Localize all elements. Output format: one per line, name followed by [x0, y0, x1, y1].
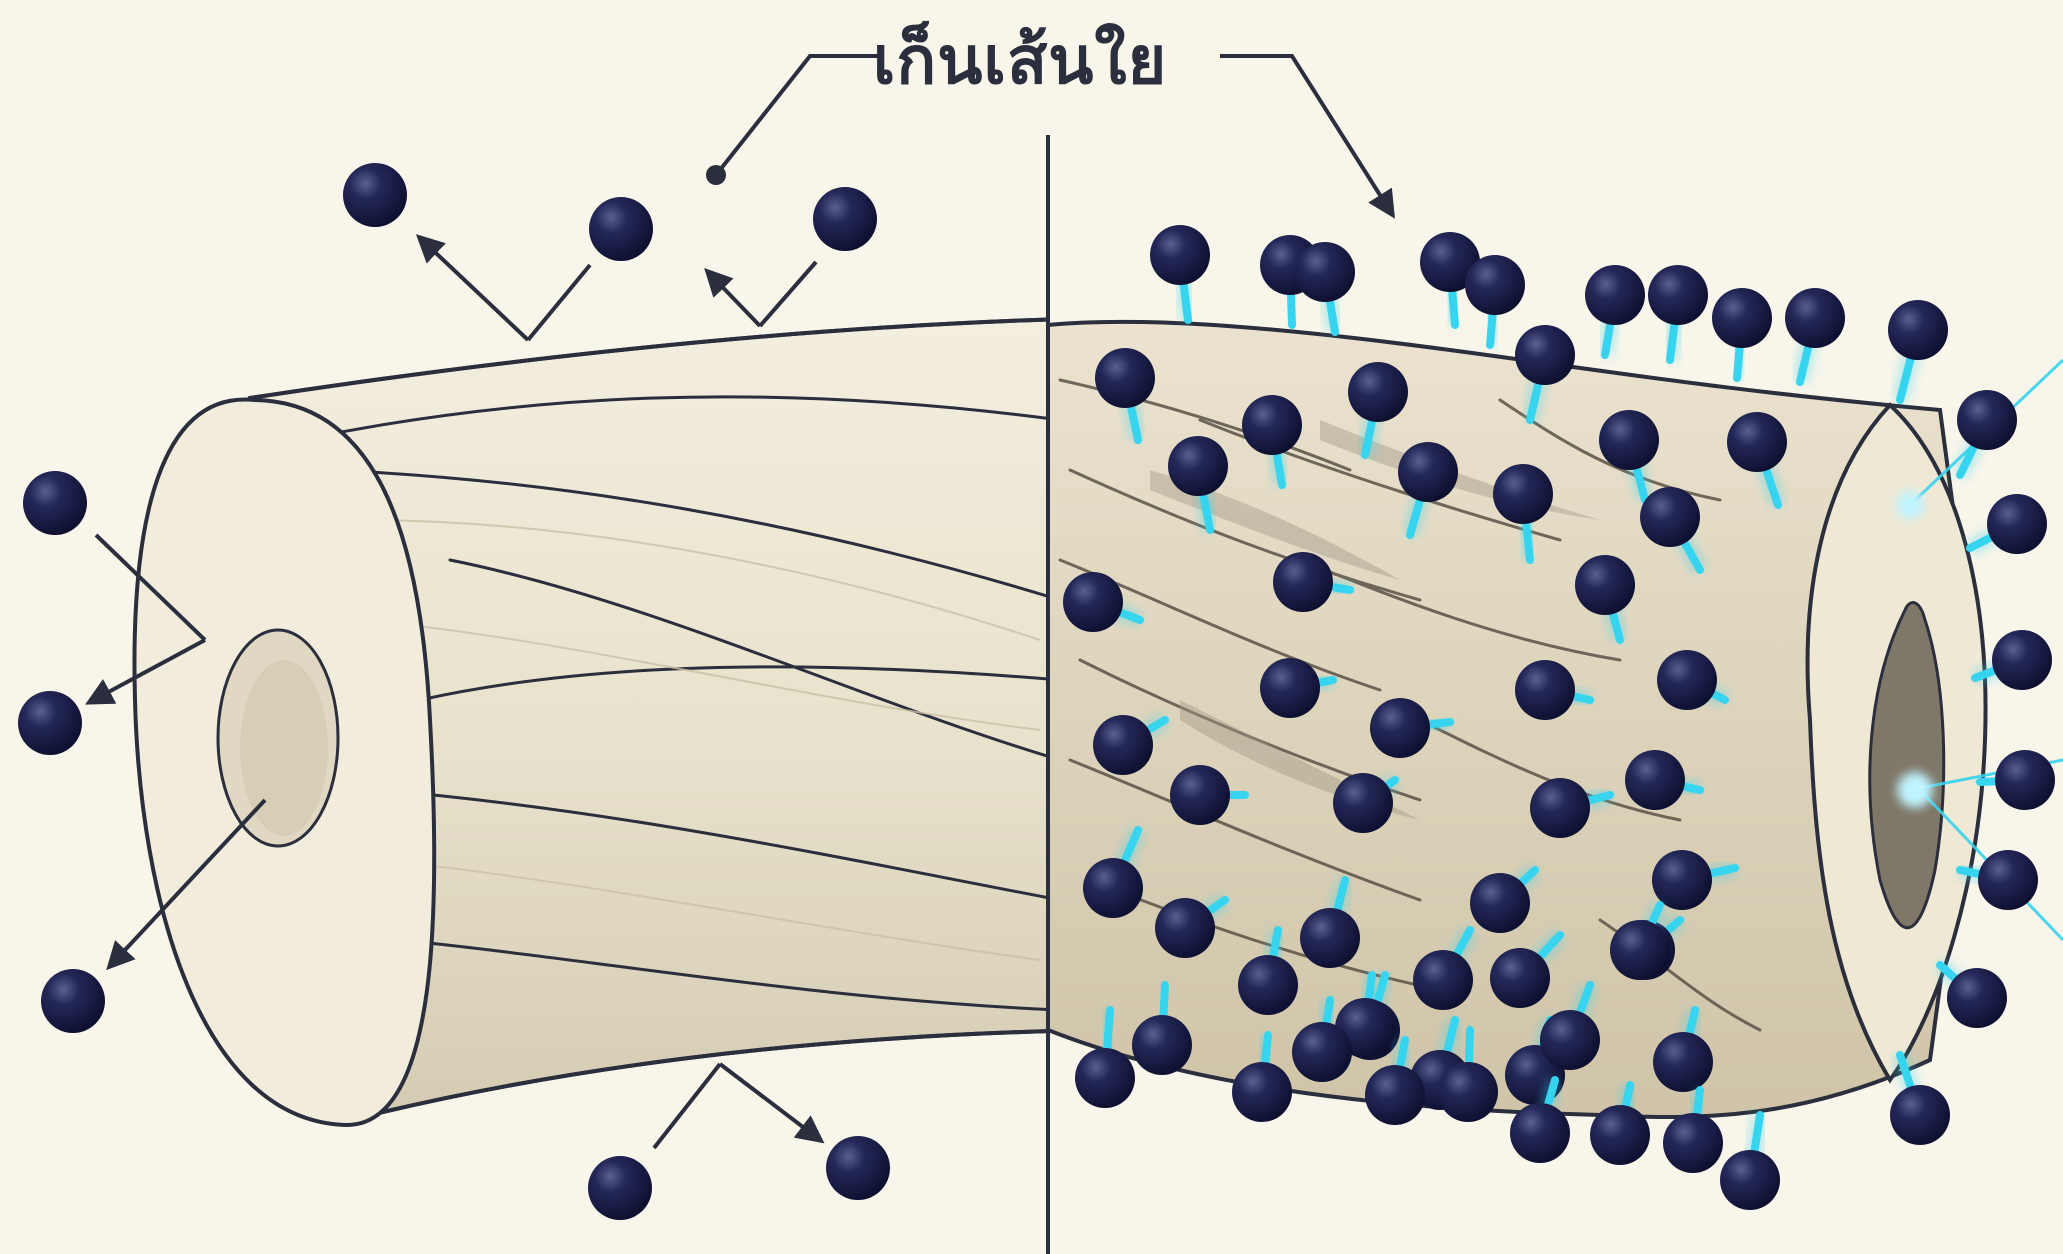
glow-spark: [1897, 772, 1933, 808]
bound-molecule: [1333, 773, 1393, 833]
bound-molecule: [1132, 1015, 1192, 1075]
bound-molecule: [1238, 955, 1298, 1015]
bound-molecule: [1992, 630, 2052, 690]
bound-molecule: [1168, 436, 1228, 496]
glow-spark: [1896, 491, 1924, 519]
bound-molecule: [1295, 242, 1355, 302]
bound-molecule: [1712, 288, 1772, 348]
molecule: [826, 1136, 890, 1200]
bound-molecule: [1232, 1062, 1292, 1122]
bound-molecule: [1599, 410, 1659, 470]
molecule: [813, 187, 877, 251]
bound-molecule: [1653, 1032, 1713, 1092]
bound-molecule: [1663, 1113, 1723, 1173]
molecule: [343, 163, 407, 227]
bound-molecule: [1370, 698, 1430, 758]
bound-molecule: [1785, 288, 1845, 348]
bound-molecule: [1510, 1103, 1570, 1163]
bound-molecule: [1540, 1010, 1600, 1070]
bound-molecule: [1590, 1105, 1650, 1165]
bound-molecule: [1652, 850, 1712, 910]
bound-molecule: [1720, 1150, 1780, 1210]
fiber-label: เก็นเส้นใย: [800, 8, 1240, 113]
bound-molecule: [1465, 255, 1525, 315]
bound-molecule: [1260, 658, 1320, 718]
bound-molecule: [1657, 650, 1717, 710]
bound-molecule: [1648, 265, 1708, 325]
bound-molecule: [1585, 265, 1645, 325]
bound-molecule: [1957, 390, 2017, 450]
bound-molecule: [1470, 873, 1530, 933]
bound-molecule: [1888, 300, 1948, 360]
molecule: [588, 1156, 652, 1220]
bound-molecule: [1075, 1048, 1135, 1108]
bound-molecule: [1515, 325, 1575, 385]
bound-molecule: [1530, 778, 1590, 838]
bound-molecule: [1490, 948, 1550, 1008]
molecule: [41, 969, 105, 1033]
bound-molecule: [1155, 898, 1215, 958]
bound-molecule: [1438, 1062, 1498, 1122]
bound-molecule: [1515, 660, 1575, 720]
bound-molecule: [1093, 715, 1153, 775]
molecule: [18, 691, 82, 755]
bound-molecule: [1610, 920, 1670, 980]
bound-molecule: [1292, 1022, 1352, 1082]
bound-molecule: [1063, 572, 1123, 632]
bound-molecule: [1348, 362, 1408, 422]
bound-molecule: [1978, 850, 2038, 910]
bound-molecule: [1640, 487, 1700, 547]
bound-molecule: [1365, 1065, 1425, 1125]
bound-molecule: [1095, 348, 1155, 408]
molecule: [23, 471, 87, 535]
bound-molecule: [1273, 552, 1333, 612]
bound-molecule: [1987, 494, 2047, 554]
bound-molecule: [1413, 950, 1473, 1010]
bound-molecule: [1625, 750, 1685, 810]
bound-molecule: [1170, 765, 1230, 825]
bound-molecule: [1890, 1085, 1950, 1145]
bound-molecule: [1083, 858, 1143, 918]
bound-molecule: [1947, 968, 2007, 1028]
bound-molecule: [1493, 464, 1553, 524]
bound-molecule: [1995, 750, 2055, 810]
molecule: [589, 197, 653, 261]
bound-molecule: [1727, 412, 1787, 472]
callout-dot: [706, 165, 726, 185]
bound-molecule: [1575, 555, 1635, 615]
bound-molecule: [1242, 395, 1302, 455]
bound-molecule: [1398, 442, 1458, 502]
smooth-fiber: [134, 318, 1100, 1125]
bound-molecule: [1300, 908, 1360, 968]
bound-molecule: [1150, 225, 1210, 285]
